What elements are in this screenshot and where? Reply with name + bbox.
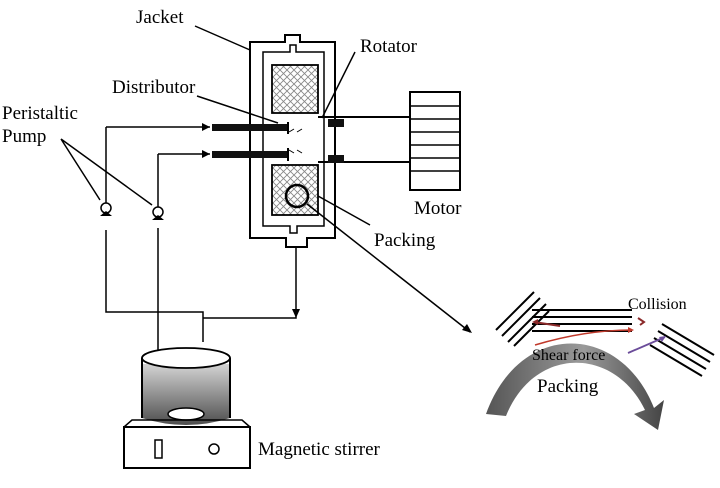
motor-icon xyxy=(409,91,461,191)
label-peristaltic-pump-2: Pump xyxy=(2,126,46,147)
magnetic-stirrer-icon xyxy=(123,419,251,469)
label-packing: Packing xyxy=(374,230,436,251)
label-jacket: Jacket xyxy=(136,7,184,28)
packing-zoom-circle xyxy=(284,183,310,209)
peristaltic-pump-icon-1 xyxy=(100,202,112,216)
label-inset-packing: Packing xyxy=(537,376,599,397)
distributor-pipes xyxy=(212,122,303,161)
jacket-housing xyxy=(249,34,336,248)
packing-upper xyxy=(271,64,319,114)
peristaltic-pump-icon-2 xyxy=(152,206,164,220)
label-inset-shear-force: Shear force xyxy=(532,347,605,364)
label-inset-collision: Collision xyxy=(628,296,687,313)
label-motor: Motor xyxy=(414,198,462,219)
feed-lines xyxy=(105,123,300,355)
leader-lines xyxy=(60,25,472,333)
shaft xyxy=(318,116,410,163)
label-magnetic-stirrer: Magnetic stirrer xyxy=(258,439,381,460)
beaker xyxy=(141,347,231,425)
label-peristaltic-pump-1: Peristaltic xyxy=(2,103,78,124)
packing-inset xyxy=(486,291,715,430)
label-distributor: Distributor xyxy=(112,77,196,98)
label-rotator: Rotator xyxy=(360,36,418,57)
